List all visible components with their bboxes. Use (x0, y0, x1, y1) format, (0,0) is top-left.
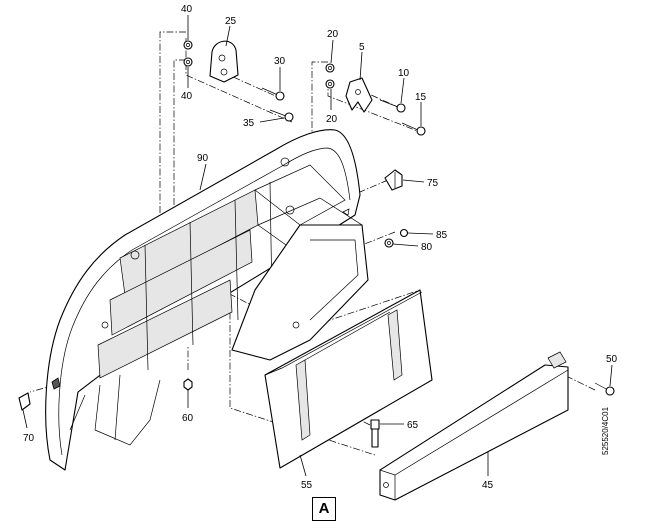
document-code: 525520/4C01 (601, 406, 610, 455)
leader-lines (22, 15, 613, 477)
callout-85: 85 (436, 230, 448, 241)
screws (261, 87, 615, 396)
callout-70: 70 (23, 433, 35, 444)
clip-part-5 (345, 77, 373, 113)
callout-30: 30 (274, 56, 286, 67)
housing-part-90 (45, 129, 369, 471)
screw-part-10 (379, 99, 406, 113)
callout-labels: 40 40 25 30 35 20 20 5 10 15 90 75 85 80… (23, 4, 618, 491)
callout-20-top: 20 (327, 29, 339, 40)
bolt-part-65 (370, 419, 380, 448)
cover-part-55 (264, 289, 433, 469)
callout-5: 5 (359, 42, 365, 53)
callout-45: 45 (482, 480, 494, 491)
bar-part-45 (379, 351, 569, 501)
small-fasteners (183, 228, 409, 391)
callout-40-top: 40 (181, 4, 193, 15)
callout-15: 15 (415, 92, 427, 103)
screw-part-15 (401, 122, 426, 136)
callout-60: 60 (182, 413, 194, 424)
clip-part-70 (18, 392, 31, 411)
callout-90: 90 (197, 153, 209, 164)
screw-part-50 (594, 382, 615, 396)
callout-10: 10 (398, 68, 410, 79)
callout-75: 75 (427, 178, 439, 189)
callout-65: 65 (407, 420, 419, 431)
screw-part-30 (261, 87, 285, 101)
callout-40-bottom: 40 (181, 91, 193, 102)
bracket-part-25 (209, 40, 239, 83)
callout-55: 55 (301, 480, 313, 491)
callout-20-bottom: 20 (326, 114, 338, 125)
latch-part-75 (384, 169, 403, 191)
callout-35: 35 (243, 118, 255, 129)
callout-25: 25 (225, 16, 237, 27)
washers (183, 40, 335, 89)
view-label: A (312, 497, 336, 521)
screw-part-35 (269, 109, 294, 122)
callout-50: 50 (606, 354, 618, 365)
callout-80: 80 (421, 242, 433, 253)
